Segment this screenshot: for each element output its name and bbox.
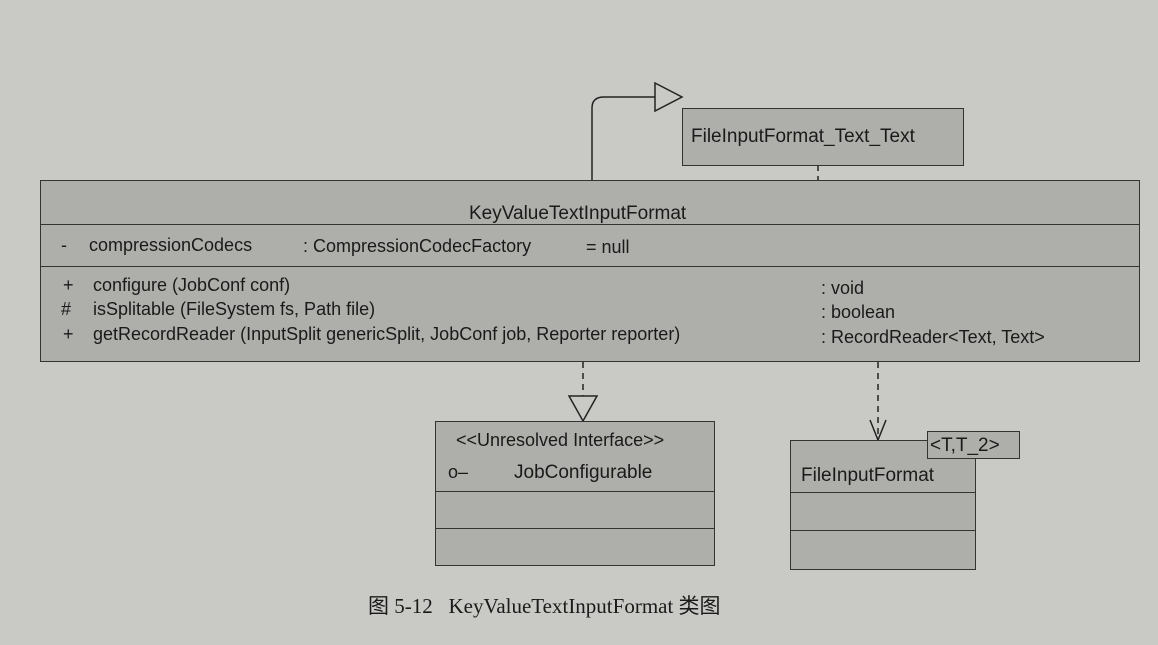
method-signature: getRecordReader (InputSplit genericSplit… [93, 324, 681, 344]
method-signature: isSplitable (FileSystem fs, Path file) [93, 299, 376, 319]
template-parameter-box: <T,T_2> [927, 431, 1020, 459]
figure-title: KeyValueTextInputFormat 类图 [448, 594, 721, 618]
method-return: : boolean [821, 302, 896, 322]
realization-arrowhead [567, 395, 599, 423]
parent-class-name: FileInputFormat_Text_Text [691, 126, 915, 147]
main-class-box: KeyValueTextInputFormat - compressionCod… [40, 180, 1140, 362]
method-visibility: # [61, 299, 72, 319]
figure-caption: 图 5-12 KeyValueTextInputFormat 类图 [368, 590, 721, 620]
method-signature: configure (JobConf conf) [93, 275, 291, 295]
template-parameters: <T,T_2> [930, 435, 1000, 456]
method-visibility: + [63, 275, 74, 295]
lollipop-interface-icon: o– [448, 462, 469, 482]
interface-stereotype: <<Unresolved Interface>> [456, 430, 665, 450]
main-class-header: KeyValueTextInputFormat [41, 181, 1139, 225]
generic-class-name: FileInputFormat [801, 465, 935, 486]
generic-class-header: FileInputFormat [791, 441, 975, 493]
method-return: : void [821, 278, 865, 298]
method-visibility: + [63, 324, 74, 344]
generalization-arrowhead [654, 81, 684, 113]
attribute-type: : CompressionCodecFactory [303, 236, 532, 256]
figure-number: 图 5-12 [368, 594, 433, 618]
attribute-visibility: - [61, 235, 67, 255]
attribute-default: = null [586, 237, 630, 257]
attribute-compartment: - compressionCodecs : CompressionCodecFa… [41, 225, 1139, 267]
main-class-name: KeyValueTextInputFormat [469, 203, 687, 224]
interface-header: <<Unresolved Interface>> o– JobConfigura… [436, 422, 714, 492]
attribute-name: compressionCodecs [89, 235, 253, 255]
generic-class-box: FileInputFormat [790, 440, 976, 570]
interface-name: JobConfigurable [514, 462, 653, 483]
method-return: : RecordReader<Text, Text> [821, 327, 1045, 347]
method-compartment: + configure (JobConf conf) : void # isSp… [41, 267, 1139, 361]
interface-box: <<Unresolved Interface>> o– JobConfigura… [435, 421, 715, 566]
parent-class-box: FileInputFormat_Text_Text [682, 108, 964, 166]
generalization-line [591, 96, 655, 180]
